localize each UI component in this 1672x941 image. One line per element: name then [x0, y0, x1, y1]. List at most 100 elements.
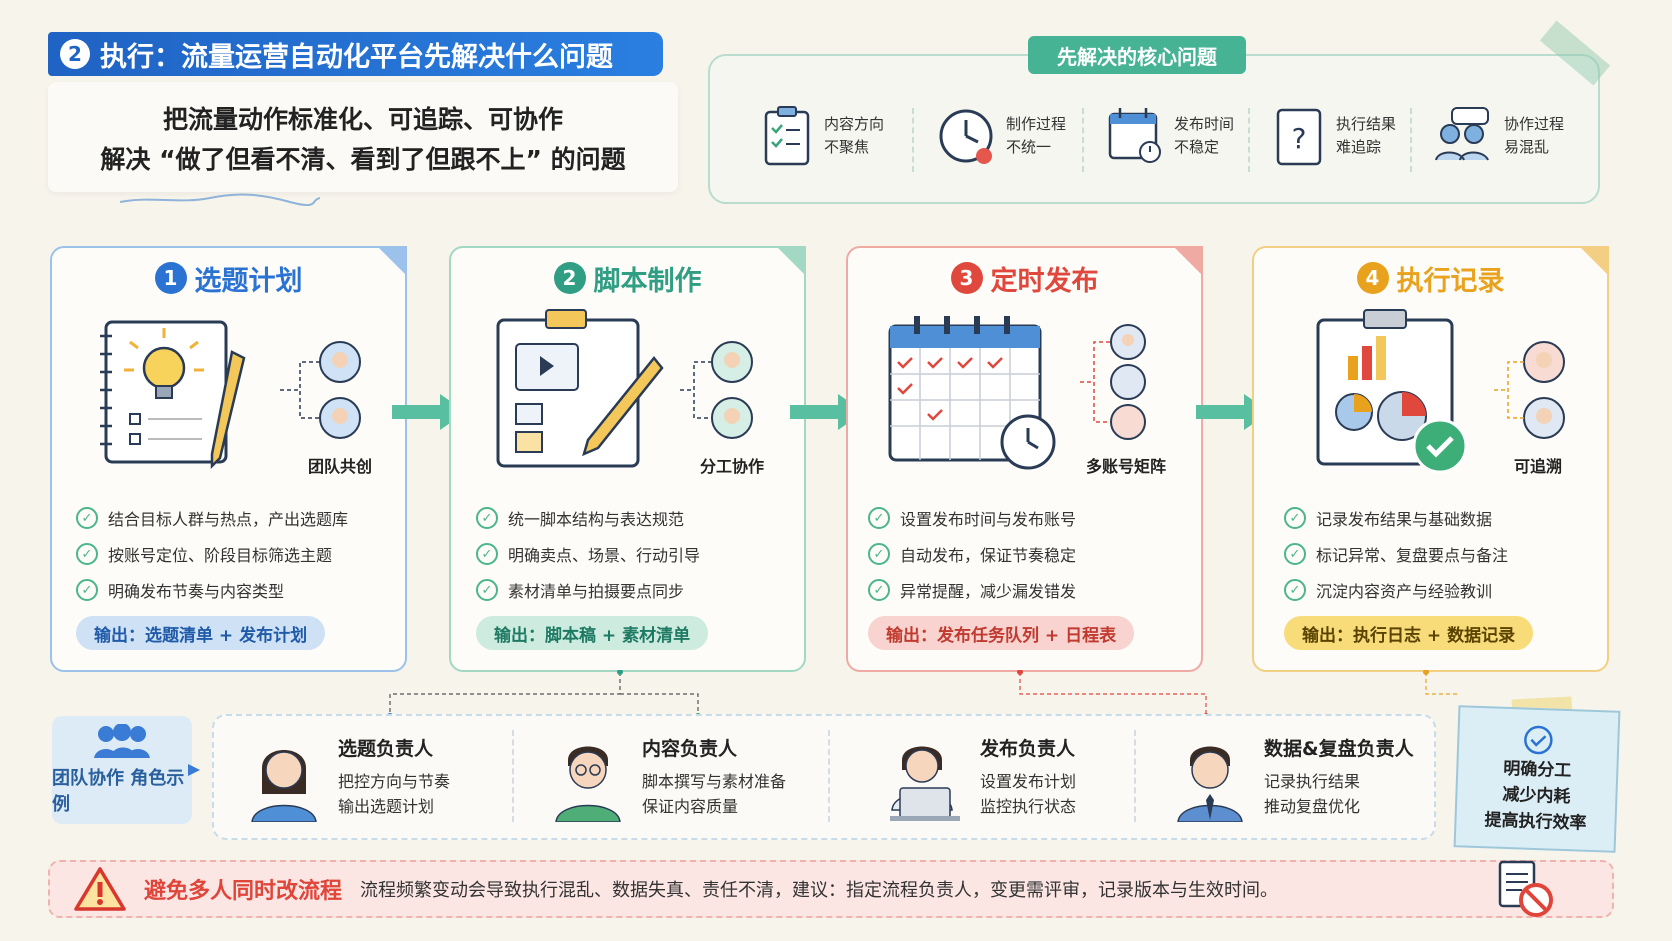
man-glasses-avatar-icon: [555, 746, 621, 822]
output-pill: 输出：脚本稿 + 素材清单: [476, 616, 709, 650]
team-avatars-icon: [1494, 341, 1565, 439]
document-question-icon: ?: [1276, 108, 1322, 166]
bullet-item: ✓标记异常、复盘要点与备注: [1284, 536, 1508, 572]
core-item-label: 协作过程易混乱: [1504, 115, 1565, 156]
step-title-publish: 3 定时发布: [846, 258, 1203, 298]
calendar-icon: [1108, 108, 1161, 163]
step-title-text: 执行记录: [1396, 265, 1505, 297]
role-desc: 设置发布计划: [980, 771, 1077, 791]
core-item-timing: 发布时间不稳定: [1106, 100, 1246, 172]
connector-lines: [387, 670, 1460, 718]
check-icon: ✓: [868, 543, 890, 565]
subtitle-line-2: 解决 “做了但看不清、看到了但跟不上” 的问题: [100, 145, 626, 174]
play-triangle-icon: [188, 764, 200, 776]
role-desc: 输出选题计划: [338, 796, 435, 816]
platform-accounts-icon: [1080, 324, 1146, 440]
warning-triangle-icon: [74, 867, 126, 911]
step-bullets: ✓设置发布时间与发布账号 ✓自动发布，保证节奏稳定 ✓异常提醒，减少漏发错发: [868, 500, 1076, 608]
bullet-item: ✓异常提醒，减少漏发错发: [868, 572, 1076, 608]
core-item-focus: 内容方向不聚焦: [760, 100, 896, 172]
note-line: 明确分工: [1502, 758, 1572, 782]
role-data-owner: 数据&复盘负责人 记录执行结果 推动复盘优化: [1172, 730, 1414, 822]
role-publish-owner: 发布负责人 设置发布计划 监控执行状态: [880, 730, 1076, 822]
core-item-label: 执行结果难追踪: [1336, 115, 1397, 156]
section-banner: 2 执行：流量运营自动化平台先解决什么问题: [48, 32, 663, 76]
core-item-process: 制作过程不统一: [936, 100, 1078, 172]
divider: [912, 108, 914, 172]
step-title-text: 脚本制作: [593, 265, 702, 297]
divider: [828, 730, 830, 822]
step-number: 1: [154, 262, 187, 294]
output-pill: 输出：选题清单 + 发布计划: [76, 616, 326, 650]
role-desc: 推动复盘优化: [1264, 796, 1361, 816]
team-collab-label: 团队协作 角色示例: [52, 768, 185, 815]
step-title-plan: 1 选题计划: [50, 258, 407, 298]
woman-avatar-icon: [251, 750, 317, 822]
divider: [1082, 108, 1084, 172]
step-number: 4: [1356, 262, 1389, 294]
step-title-text: 选题计划: [194, 265, 303, 297]
divider: [1134, 730, 1136, 822]
check-circle-icon: [1524, 725, 1553, 755]
divider: [1410, 108, 1412, 172]
role-name: 发布负责人: [980, 737, 1076, 760]
step-caption: 多账号矩阵: [1086, 457, 1167, 476]
role-name: 选题负责人: [338, 737, 434, 760]
step-caption: 分工协作: [700, 457, 765, 476]
team-chat-icon: [1435, 107, 1489, 161]
check-icon: ✓: [76, 507, 98, 529]
note-line: 提高执行效率: [1484, 810, 1587, 834]
sticky-note: 明确分工 减少内耗 提高执行效率: [1453, 705, 1621, 853]
role-name: 内容负责人: [642, 737, 738, 760]
team-avatars-icon: [280, 341, 361, 439]
warning-title: 避免多人同时改流程: [144, 879, 343, 904]
corner-fold: [776, 246, 806, 276]
subtitle-line-1: 把流量动作标准化、可追踪、可协作: [162, 105, 563, 134]
check-icon: ✓: [1284, 543, 1306, 565]
check-icon: ✓: [76, 579, 98, 601]
step-card-record: [1252, 246, 1609, 672]
role-content-owner: 内容负责人 脚本撰写与素材准备 保证内容质量: [550, 730, 786, 822]
section-number: 2: [60, 39, 90, 69]
team-collab-tag: 团队协作 角色示例: [52, 716, 192, 824]
clock-icon: [939, 109, 993, 164]
corner-fold: [377, 246, 407, 276]
note-line: 减少内耗: [1502, 784, 1571, 808]
role-desc: 保证内容质量: [642, 796, 739, 816]
warning-bar: 避免多人同时改流程 流程频繁变动会导致执行混乱、数据失真、责任不清，建议：指定流…: [48, 860, 1614, 918]
step-bullets: ✓统一脚本结构与表达规范 ✓明确卖点、场景、行动引导 ✓素材清单与拍摄要点同步: [476, 500, 700, 608]
core-problems-tag: 先解决的核心问题: [1028, 36, 1246, 74]
corner-fold: [1579, 246, 1609, 276]
warning-description: 流程频繁变动会导致执行混乱、数据失真、责任不清，建议：指定流程负责人，变更需评审…: [360, 880, 1279, 901]
role-desc: 把控方向与节奏: [338, 771, 451, 791]
step-title-record: 4 执行记录: [1252, 258, 1609, 298]
step-number: 3: [950, 262, 983, 294]
check-icon: ✓: [868, 579, 890, 601]
bullet-item: ✓自动发布，保证节奏稳定: [868, 536, 1076, 572]
bullet-item: ✓统一脚本结构与表达规范: [476, 500, 700, 536]
section-title: 执行：流量运营自动化平台先解决什么问题: [100, 41, 613, 73]
role-desc: 脚本撰写与素材准备: [642, 771, 787, 791]
bullet-item: ✓素材清单与拍摄要点同步: [476, 572, 700, 608]
role-desc: 记录执行结果: [1264, 771, 1361, 791]
check-icon: ✓: [476, 507, 498, 529]
divider: [512, 730, 514, 822]
step-title-text: 定时发布: [990, 265, 1099, 297]
woman-laptop-avatar-icon: [890, 746, 960, 821]
role-topic-owner: 选题负责人 把控方向与节奏 输出选题计划: [246, 730, 450, 822]
bullet-item: ✓设置发布时间与发布账号: [868, 500, 1076, 536]
output-pill: 输出：执行日志 + 数据记录: [1284, 616, 1534, 650]
notebook-lightbulb-icon: [100, 320, 246, 470]
no-edit-document-icon: [1498, 860, 1553, 917]
bullet-item: ✓按账号定位、阶段目标筛选主题: [76, 536, 348, 572]
check-icon: ✓: [1284, 507, 1306, 529]
script-pencil-icon: [496, 309, 664, 468]
bullet-item: ✓明确发布节奏与内容类型: [76, 572, 348, 608]
core-item-label: 发布时间不稳定: [1174, 115, 1235, 156]
core-item-collab: 协作过程易混乱: [1432, 100, 1576, 172]
corner-fold: [1173, 246, 1203, 276]
svg-text:?: ?: [1292, 122, 1307, 155]
team-avatars-icon: [680, 341, 753, 439]
bullet-item: ✓沉淀内容资产与经验教训: [1284, 572, 1508, 608]
bullet-item: ✓明确卖点、场景、行动引导: [476, 536, 700, 572]
